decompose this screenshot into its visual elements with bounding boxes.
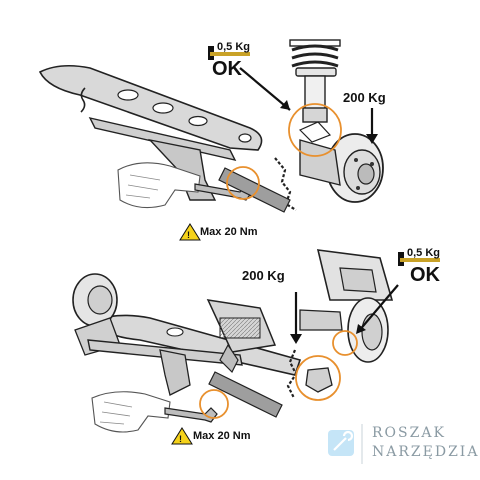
top-trailing-arm: [38, 64, 263, 151]
bottom-arrow-ok: [357, 284, 399, 333]
top-weight-heavy-label: 200 Kg: [343, 90, 386, 105]
bottom-ok-label: OK: [410, 264, 440, 286]
top-wheel-hub: [299, 133, 384, 203]
bottom-right-caliper: [299, 249, 394, 363]
svg-text:!: !: [179, 434, 182, 444]
svg-text:!: !: [187, 230, 190, 240]
bottom-ball-joint: [305, 367, 333, 393]
bottom-left-hub: [72, 273, 121, 356]
top-warning-triangle-icon: [179, 223, 201, 241]
bottom-torque-label: Max 20 Nm: [193, 430, 251, 442]
top-weight-light-label: 0,5 Kg: [217, 41, 251, 53]
bottom-weight-heavy-label: 200 Kg: [242, 268, 285, 283]
bottom-hand: [91, 391, 171, 433]
bottom-torque-warning: Max 20 Nm: [193, 430, 250, 442]
bottom-scene: PATENTED !: [72, 249, 440, 445]
bottom-weight-bar-icon: [398, 252, 440, 266]
top-weight-bar-icon: [208, 46, 250, 60]
top-torque-label: Max 20 Nm: [200, 226, 258, 238]
watermark-line1: ROSZAK: [372, 425, 446, 441]
watermark-logo: [328, 424, 363, 464]
bottom-highlight-ring-caliper: [332, 330, 358, 356]
bottom-patented-rod: PATENTED: [208, 371, 283, 418]
top-ok-label: OK: [212, 58, 242, 80]
top-highlight-ring-strut: [288, 103, 342, 157]
bottom-warning-triangle-icon: [171, 427, 193, 445]
top-hook: [80, 87, 86, 113]
top-hand: [117, 162, 201, 209]
top-highlight-ring-left: [226, 166, 260, 200]
bottom-highlight-ring-left: [199, 389, 229, 419]
top-torque-warning: Max 20 Nm: [200, 226, 257, 238]
bottom-weight-light-label: 0,5 Kg: [407, 247, 441, 259]
top-arrow-ok: [239, 67, 291, 111]
top-coil-spring: [289, 39, 341, 123]
bottom-wrench: [164, 407, 218, 423]
bottom-highlight-ring-joint: [295, 355, 341, 401]
bottom-clamp-block: [206, 299, 277, 374]
watermark-line2: NARZĘDZIA: [372, 444, 480, 460]
